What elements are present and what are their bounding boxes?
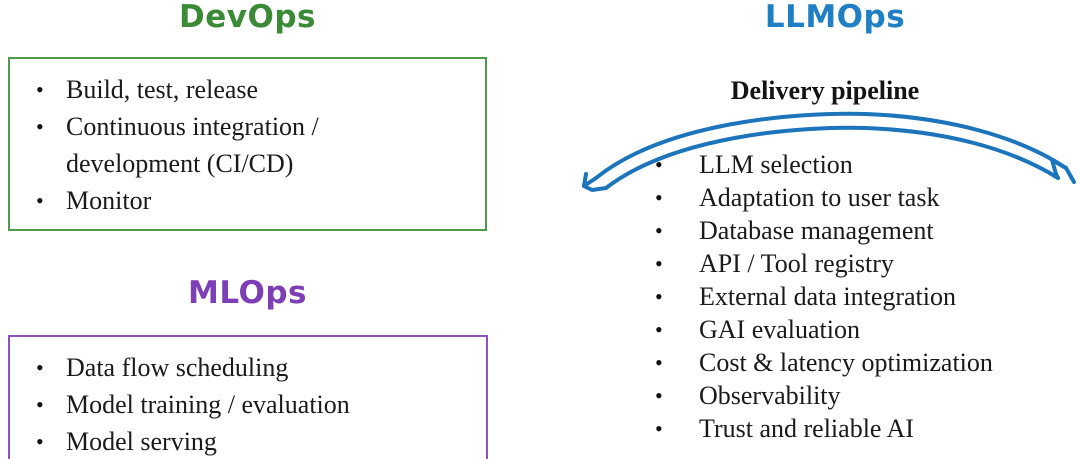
- list-item: Monitor: [10, 182, 480, 219]
- list-item: Model serving: [10, 423, 480, 459]
- list-item: Cost & latency optimization: [645, 346, 1080, 379]
- list-item: Adaptation to user task: [645, 181, 1080, 214]
- list-item: API / Tool registry: [645, 247, 1080, 280]
- llmops-bullet-list: LLM selection Adaptation to user task Da…: [645, 148, 1080, 445]
- list-item: Data flow scheduling: [10, 349, 480, 386]
- list-item: Database management: [645, 214, 1080, 247]
- list-item: LLM selection: [645, 148, 1080, 181]
- mlops-title: MLOps: [188, 275, 307, 311]
- delivery-pipeline-heading: Delivery pipeline: [730, 76, 920, 105]
- mlops-bullet-list: Data flow scheduling Model training / ev…: [10, 349, 480, 459]
- list-item: Observability: [645, 379, 1080, 412]
- devops-title: DevOps: [179, 0, 316, 35]
- devops-bullet-list: Build, test, release Continuous integrat…: [10, 71, 480, 219]
- llmops-title: LLMOps: [764, 0, 906, 35]
- list-item: Trust and reliable AI: [645, 412, 1080, 445]
- list-item: Model training / evaluation: [10, 386, 480, 423]
- list-item: Build, test, release: [10, 71, 480, 108]
- list-item: External data integration: [645, 280, 1080, 313]
- list-item: Continuous integration / development (CI…: [10, 108, 480, 182]
- list-item: GAI evaluation: [645, 313, 1080, 346]
